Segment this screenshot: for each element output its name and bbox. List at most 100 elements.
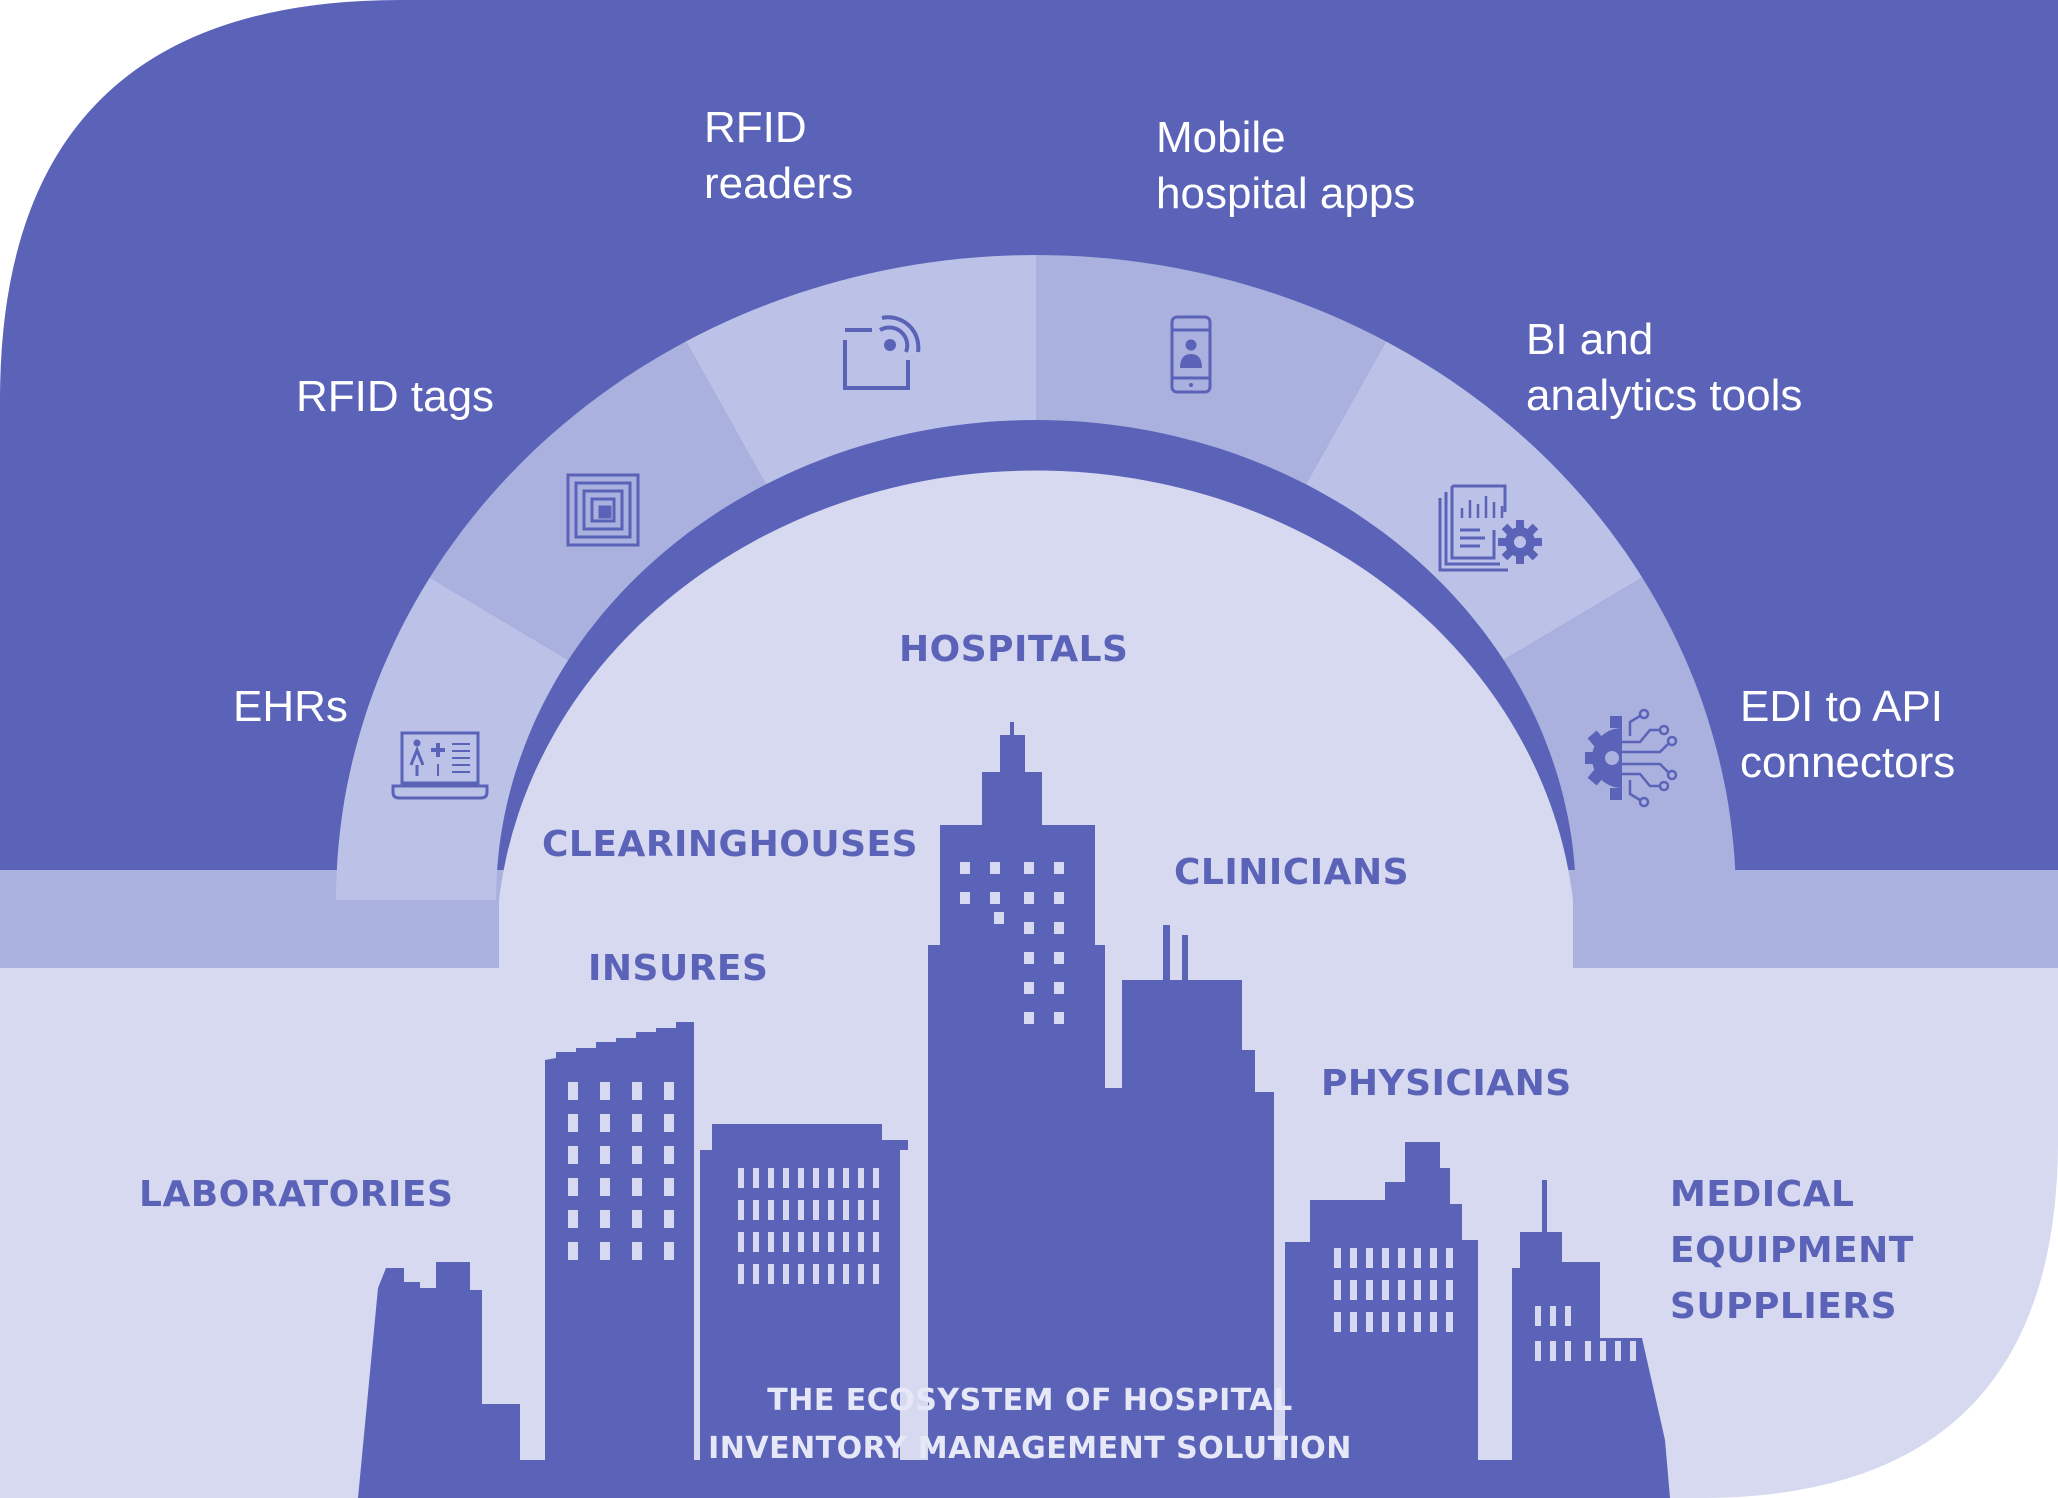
- tech-label-rfid-readers-line1: RFID: [704, 103, 807, 152]
- inner-dome: [499, 470, 1573, 968]
- window-physicians: [1446, 1280, 1453, 1300]
- window-mid-left: [798, 1200, 804, 1220]
- window-insures: [568, 1210, 578, 1228]
- window-mid-left: [738, 1168, 744, 1188]
- window-right-small: [1535, 1306, 1541, 1326]
- window-physicians: [1334, 1312, 1341, 1332]
- window-right-small: [1565, 1341, 1571, 1361]
- window-mid-left: [858, 1232, 864, 1252]
- window-insures: [664, 1242, 674, 1260]
- window-insures: [632, 1242, 642, 1260]
- window-physicians: [1366, 1248, 1373, 1268]
- window-mid-left: [738, 1264, 744, 1284]
- tech-label-edi-line1: EDI to API: [1740, 682, 1943, 731]
- building-physicians: [1285, 1142, 1478, 1498]
- window-mid-left: [828, 1200, 834, 1220]
- window-insures: [568, 1146, 578, 1164]
- window-physicians: [1398, 1280, 1405, 1300]
- window-right-small: [1550, 1306, 1556, 1326]
- participant-clearinghouses: CLEARINGHOUSES: [542, 824, 918, 865]
- window-tower-right: [1024, 862, 1034, 874]
- participant-suppliers-line3: SUPPLIERS: [1670, 1286, 1897, 1327]
- window-mid-left: [753, 1232, 759, 1252]
- window-insures: [664, 1082, 674, 1100]
- window-mid-left: [873, 1264, 879, 1284]
- window-tower-right: [1054, 1012, 1064, 1024]
- window-mid-left: [753, 1168, 759, 1188]
- analytics-report-icon: [1438, 484, 1508, 572]
- window-physicians: [1382, 1248, 1389, 1268]
- ecosystem-caption: THE ECOSYSTEM OF HOSPITAL INVENTORY MANA…: [708, 1383, 1352, 1466]
- window-mid-left: [873, 1232, 879, 1252]
- window-physicians: [1366, 1280, 1373, 1300]
- window-physicians: [1382, 1280, 1389, 1300]
- window-mid-left: [813, 1232, 819, 1252]
- window-mid-left: [843, 1264, 849, 1284]
- window-tower-right: [1024, 892, 1034, 904]
- building-windows: [568, 862, 1636, 1361]
- window-physicians: [1446, 1248, 1453, 1268]
- window-physicians: [1414, 1248, 1421, 1268]
- window-mid-left: [828, 1264, 834, 1284]
- window-insures: [600, 1210, 610, 1228]
- window-physicians: [1430, 1248, 1437, 1268]
- window-tower-mid: [994, 912, 1004, 924]
- window-physicians: [1414, 1280, 1421, 1300]
- gear-circuit-icon: [1585, 708, 1678, 808]
- window-insures: [600, 1146, 610, 1164]
- window-tower: [960, 892, 970, 904]
- window-mid-left: [858, 1264, 864, 1284]
- window-insures: [632, 1114, 642, 1132]
- window-insures: [664, 1146, 674, 1164]
- participant-laboratories: LABORATORIES: [139, 1174, 453, 1215]
- window-insures: [632, 1210, 642, 1228]
- window-tower-right: [1024, 982, 1034, 994]
- tech-label-rfid-readers-line2: readers: [704, 159, 853, 208]
- window-tower: [960, 862, 970, 874]
- window-insures: [664, 1210, 674, 1228]
- window-mid-left: [828, 1232, 834, 1252]
- ring-segment-ehr-laptop: [336, 577, 569, 900]
- window-mid-left: [813, 1168, 819, 1188]
- participant-suppliers-line1: MEDICAL: [1670, 1174, 1854, 1215]
- window-mid-left: [858, 1168, 864, 1188]
- window-insures: [600, 1082, 610, 1100]
- window-mid-left: [738, 1232, 744, 1252]
- ring-segment-rfid-tag: [429, 341, 766, 660]
- window-mid-left: [753, 1200, 759, 1220]
- window-insures: [600, 1242, 610, 1260]
- window-right-small: [1565, 1306, 1571, 1326]
- analytics-gear: [1498, 520, 1542, 564]
- technology-labels: EHRs RFID tags RFID readers Mobile hospi…: [233, 103, 1955, 787]
- window-mid-left: [768, 1264, 774, 1284]
- window-physicians: [1350, 1312, 1357, 1332]
- window-mid-left: [798, 1264, 804, 1284]
- window-mid-left: [858, 1200, 864, 1220]
- window-physicians: [1430, 1312, 1437, 1332]
- building-right-tall: [1105, 925, 1274, 1498]
- participant-hospitals: HOSPITALS: [899, 629, 1128, 670]
- participant-insures: INSURES: [588, 948, 768, 989]
- window-mid-left: [813, 1264, 819, 1284]
- building-lab: [358, 1262, 482, 1498]
- caption-line1: THE ECOSYSTEM OF HOSPITAL: [767, 1383, 1293, 1418]
- tech-label-edi-line2: connectors: [1740, 738, 1955, 787]
- tech-label-bi-line1: BI and: [1526, 315, 1653, 364]
- window-tower-right: [1054, 862, 1064, 874]
- window-insures: [600, 1114, 610, 1132]
- window-tower-right: [1054, 922, 1064, 934]
- window-mid-left: [783, 1168, 789, 1188]
- window-insures: [568, 1114, 578, 1132]
- window-mid-left: [768, 1168, 774, 1188]
- window-mid-left: [798, 1232, 804, 1252]
- window-tower-right: [1024, 922, 1034, 934]
- caption-line2: INVENTORY MANAGEMENT SOLUTION: [708, 1431, 1352, 1466]
- window-physicians: [1398, 1312, 1405, 1332]
- window-insures: [568, 1082, 578, 1100]
- window-physicians: [1350, 1280, 1357, 1300]
- ring-segment-analytics-report: [1306, 341, 1643, 660]
- tech-label-rfid-tags: RFID tags: [296, 372, 494, 421]
- window-tower-right: [1054, 952, 1064, 964]
- window-insures: [568, 1242, 578, 1260]
- window-mid-left: [828, 1168, 834, 1188]
